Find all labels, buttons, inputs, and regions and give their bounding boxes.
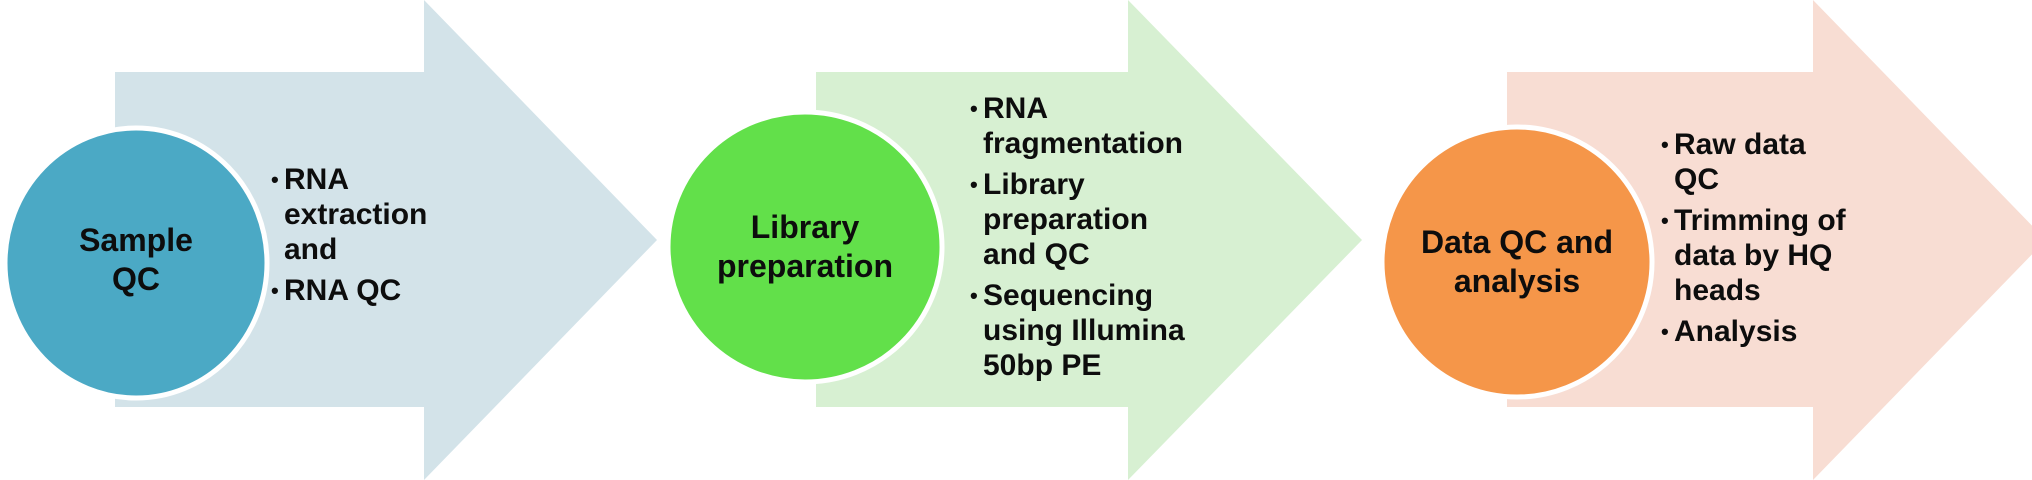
bullet-text: RNA extraction and [284,163,428,266]
bullet-text: Library preparation and QC [983,168,1149,271]
bullet-item: •Trimming of data by HQ heads [1661,203,1846,308]
circle-step-1 [2,125,270,401]
bullet-icon: • [970,172,978,197]
bullet-text: RNA fragmentation [983,92,1184,160]
step-1-title: Sample QC [20,160,252,360]
bullet-text: Analysis [1674,315,1798,348]
bullet-icon: • [1661,208,1669,233]
bullet-text: Sequencing using Illumina 50bp PE [983,279,1185,382]
step-2-title-text: Library preparation [716,209,894,284]
bullet-item: •Library preparation and QC [970,167,1185,272]
step-3-title: Data QC and analysis [1392,162,1642,362]
bullet-icon: • [1661,319,1669,344]
bullet-icon: • [271,167,279,192]
step-2-title: Library preparation [680,147,930,347]
bullet-icon: • [1661,132,1669,157]
bullet-text: Raw data QC [1674,128,1806,196]
step-3-bullets: •Raw data QC •Trimming of data by HQ hea… [1661,127,1846,355]
arrow-step-1 [115,0,657,480]
bullet-item: •RNA fragmentation [970,91,1185,161]
bullet-icon: • [970,283,978,308]
bullet-icon: • [271,278,279,303]
bullet-item: •Raw data QC [1661,127,1846,197]
bullet-text: RNA QC [284,274,402,307]
bullet-icon: • [970,96,978,121]
step-3-title-text: Data QC and analysis [1420,224,1614,299]
step-2-bullets: •RNA fragmentation •Library preparation … [970,91,1185,389]
circle-step-3 [1379,124,1655,400]
step-1-title-text: Sample QC [79,222,193,297]
bullet-item: •RNA extraction and [271,162,428,267]
arrow-step-2 [816,0,1362,480]
bullet-item: •Analysis [1661,314,1846,349]
step-1-bullets: •RNA extraction and •RNA QC [271,162,428,314]
bullet-text: Trimming of data by HQ heads [1674,204,1846,307]
arrow-step-3 [1507,0,2032,480]
bullet-item: •Sequencing using Illumina 50bp PE [970,278,1185,383]
bullet-item: •RNA QC [271,273,427,308]
circle-step-2 [665,109,945,385]
